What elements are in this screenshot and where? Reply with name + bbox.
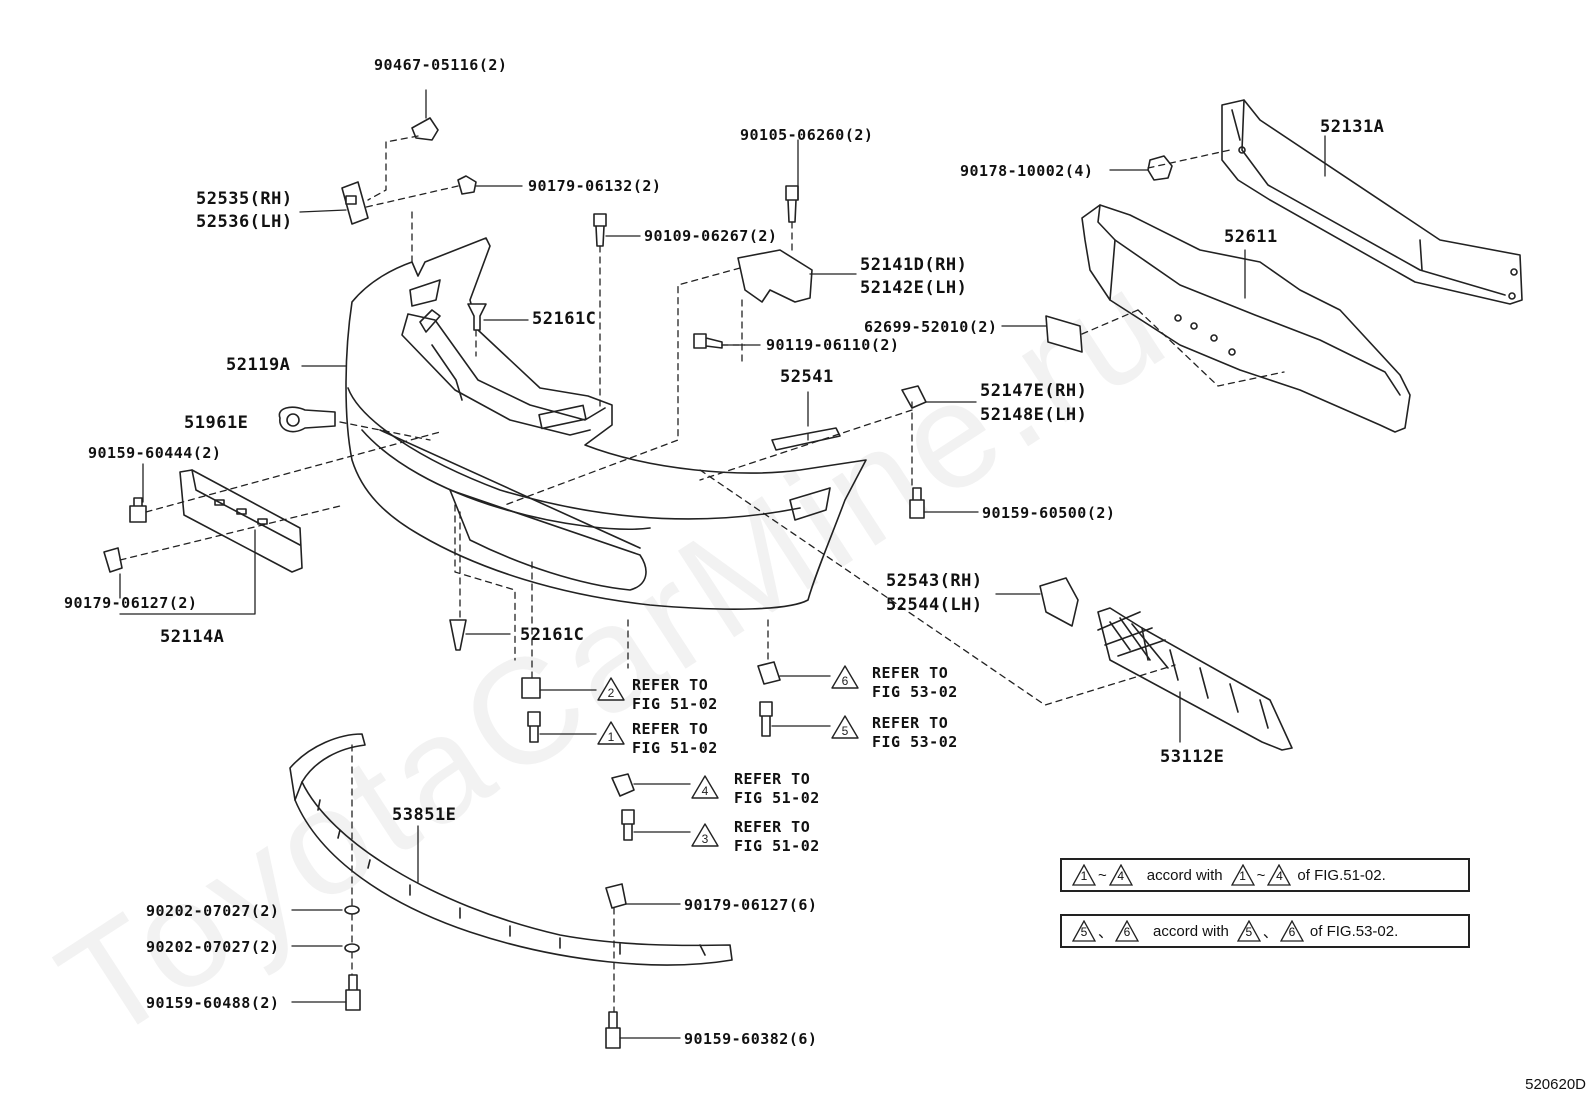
refer-line1: REFER TO	[872, 664, 949, 682]
diagram-code: 520620D	[1525, 1076, 1586, 1093]
refer-line2: FIG 53-02	[872, 683, 958, 701]
note-text: accord with	[1146, 866, 1223, 884]
refer-line1: REFER TO	[872, 714, 949, 732]
tri-num: 4	[702, 784, 709, 798]
note-box-fig-53-02: 5 、 6 accord with 5 、 6 of FIG.53-02.	[1060, 914, 1470, 948]
label-90159-60444: 90159-60444(2)	[88, 444, 222, 462]
refer-line1: REFER TO	[632, 676, 709, 694]
label-52541: 52541	[780, 367, 834, 387]
refer-line1: REFER TO	[632, 720, 709, 738]
small-parts	[103, 117, 1173, 1049]
label-90178-10002: 90178-10002(4)	[960, 162, 1094, 180]
label-62699-52010: 62699-52010(2)	[864, 318, 998, 336]
refer-line1: REFER TO	[734, 770, 811, 788]
label-52161c-bottom: 52161C	[520, 625, 585, 645]
triangle-icon: 5	[1236, 920, 1261, 942]
triangle-icon: 1	[1072, 864, 1096, 886]
label-52119a: 52119A	[226, 355, 291, 375]
triangle-icon: 6	[1279, 920, 1304, 942]
refer-line2: FIG 51-02	[734, 789, 820, 807]
note-tail: of FIG.51-02.	[1297, 866, 1386, 884]
label-51961e: 51961E	[184, 413, 249, 433]
label-52148e: 52148E(LH)	[980, 405, 1088, 425]
tri-num: 6	[842, 674, 849, 688]
triangle-icon: 6	[1115, 920, 1140, 942]
label-90159-60500: 90159-60500(2)	[982, 504, 1116, 522]
tri-num: 2	[608, 686, 615, 700]
label-52543: 52543(RH)	[886, 571, 983, 591]
note-tail: of FIG.53-02.	[1309, 922, 1399, 940]
refer-line2: FIG 51-02	[632, 739, 718, 757]
tri-num: 5	[842, 724, 849, 738]
label-53112e: 53112E	[1160, 747, 1225, 767]
reference-triangles	[597, 665, 859, 847]
label-52536: 52536(LH)	[196, 212, 293, 232]
label-52535: 52535(RH)	[196, 189, 293, 209]
refer-line1: REFER TO	[734, 818, 811, 836]
note-separator: 、	[1098, 923, 1114, 941]
label-90119-06110: 90119-06110(2)	[766, 336, 900, 354]
refer-line2: FIG 51-02	[632, 695, 718, 713]
license-bracket-drawing	[179, 469, 303, 573]
reinforcement-drawing	[1221, 99, 1523, 305]
label-52161c-top: 52161C	[532, 309, 597, 329]
triangle-icon: 4	[1267, 864, 1292, 886]
label-90202-07027-b: 90202-07027(2)	[146, 938, 280, 956]
grille-drawing	[1097, 607, 1293, 751]
leader-lines	[119, 89, 1326, 1039]
label-52131a: 52131A	[1320, 117, 1385, 137]
note-text: accord with	[1153, 922, 1229, 940]
label-52147e: 52147E(RH)	[980, 381, 1088, 401]
label-52114a: 52114A	[160, 627, 225, 647]
label-52611: 52611	[1224, 227, 1278, 247]
absorber-drawing	[1081, 204, 1411, 433]
triangle-icon: 4	[1108, 864, 1133, 886]
label-90179-06132: 90179-06132(2)	[528, 177, 662, 195]
note-separator: ~	[1256, 866, 1266, 884]
label-90202-07027-a: 90202-07027(2)	[146, 902, 280, 920]
spoiler-drawing	[289, 733, 733, 966]
label-52544: 52544(LH)	[886, 595, 983, 615]
note-box-fig-51-02: 1 ~ 4 accord with 1 ~ 4 of FIG.51-02.	[1060, 858, 1470, 892]
tri-num: 3	[702, 832, 709, 846]
label-90159-60382: 90159-60382(6)	[684, 1030, 818, 1048]
dashed-lines	[119, 135, 1285, 1013]
triangle-icon: 1	[1230, 864, 1255, 886]
label-52141d: 52141D(RH)	[860, 255, 968, 275]
refer-line2: FIG 53-02	[872, 733, 958, 751]
note-separator: 、	[1262, 923, 1278, 941]
label-90109-06267: 90109-06267(2)	[644, 227, 778, 245]
tri-num: 1	[608, 730, 615, 744]
label-90159-60488: 90159-60488(2)	[146, 994, 280, 1012]
label-90105-06260: 90105-06260(2)	[740, 126, 874, 144]
label-53851e: 53851E	[392, 805, 457, 825]
label-90467-05116: 90467-05116(2)	[374, 56, 508, 74]
triangle-icon: 5	[1072, 920, 1096, 942]
bumper-cover-drawing	[345, 237, 867, 610]
label-90179-06127-6: 90179-06127(6)	[684, 896, 818, 914]
note-separator: ~	[1098, 866, 1107, 884]
refer-line2: FIG 51-02	[734, 837, 820, 855]
label-52142e: 52142E(LH)	[860, 278, 968, 298]
label-90179-06127: 90179-06127(2)	[64, 594, 198, 612]
